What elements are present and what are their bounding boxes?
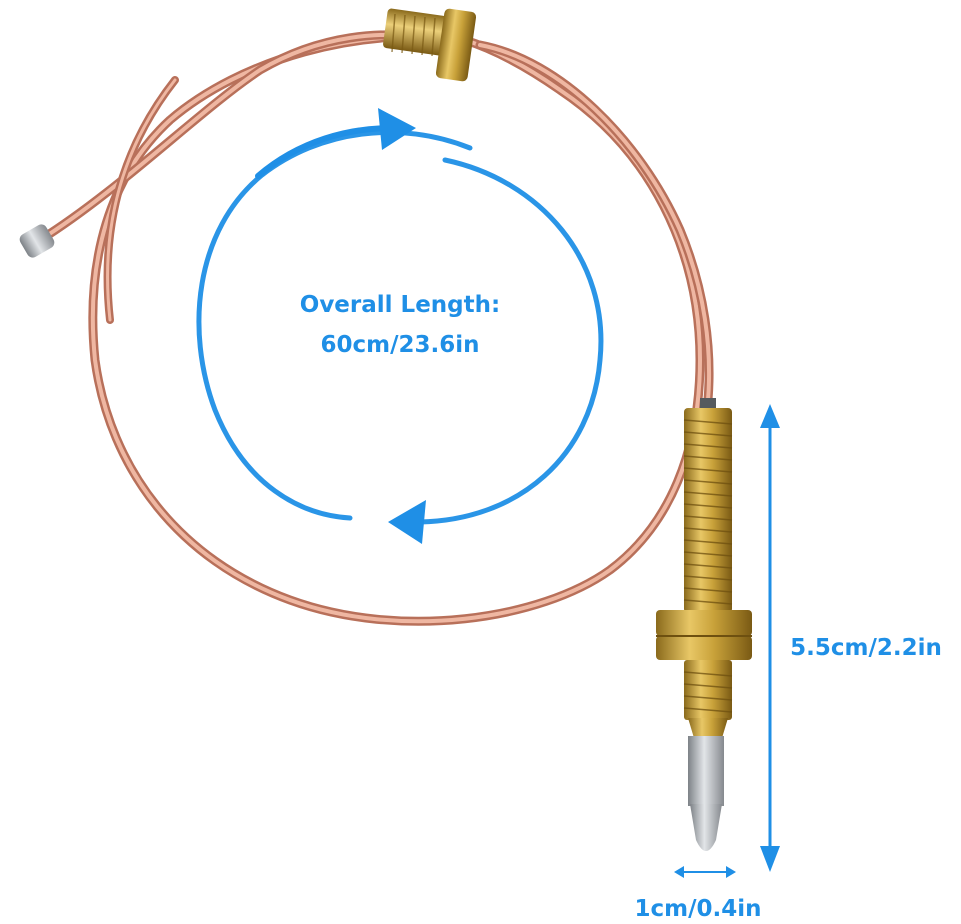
probe-length-dimension: 5.5cm/2.2in bbox=[760, 404, 942, 872]
probe-length-label: 5.5cm/2.2in bbox=[790, 635, 942, 661]
arc-arrow-head-bottom bbox=[388, 500, 426, 544]
top-brass-connector bbox=[383, 8, 477, 82]
thermocouple-probe bbox=[656, 398, 752, 851]
arc-arrow-head-top bbox=[378, 108, 416, 150]
probe-diameter-dimension: 1cm/0.4in bbox=[634, 866, 762, 922]
overall-length-title: Overall Length: bbox=[300, 292, 500, 318]
arc-arrow-icon bbox=[417, 157, 604, 525]
overall-length-value: 60cm/23.6in bbox=[320, 332, 479, 358]
overall-length-indicator: Overall Length: 60cm/23.6in bbox=[196, 108, 604, 544]
tube-end-cap bbox=[19, 224, 55, 258]
arc-arrow-icon bbox=[196, 129, 473, 521]
copper-tube bbox=[35, 30, 714, 626]
probe-diameter-label: 1cm/0.4in bbox=[634, 896, 761, 922]
